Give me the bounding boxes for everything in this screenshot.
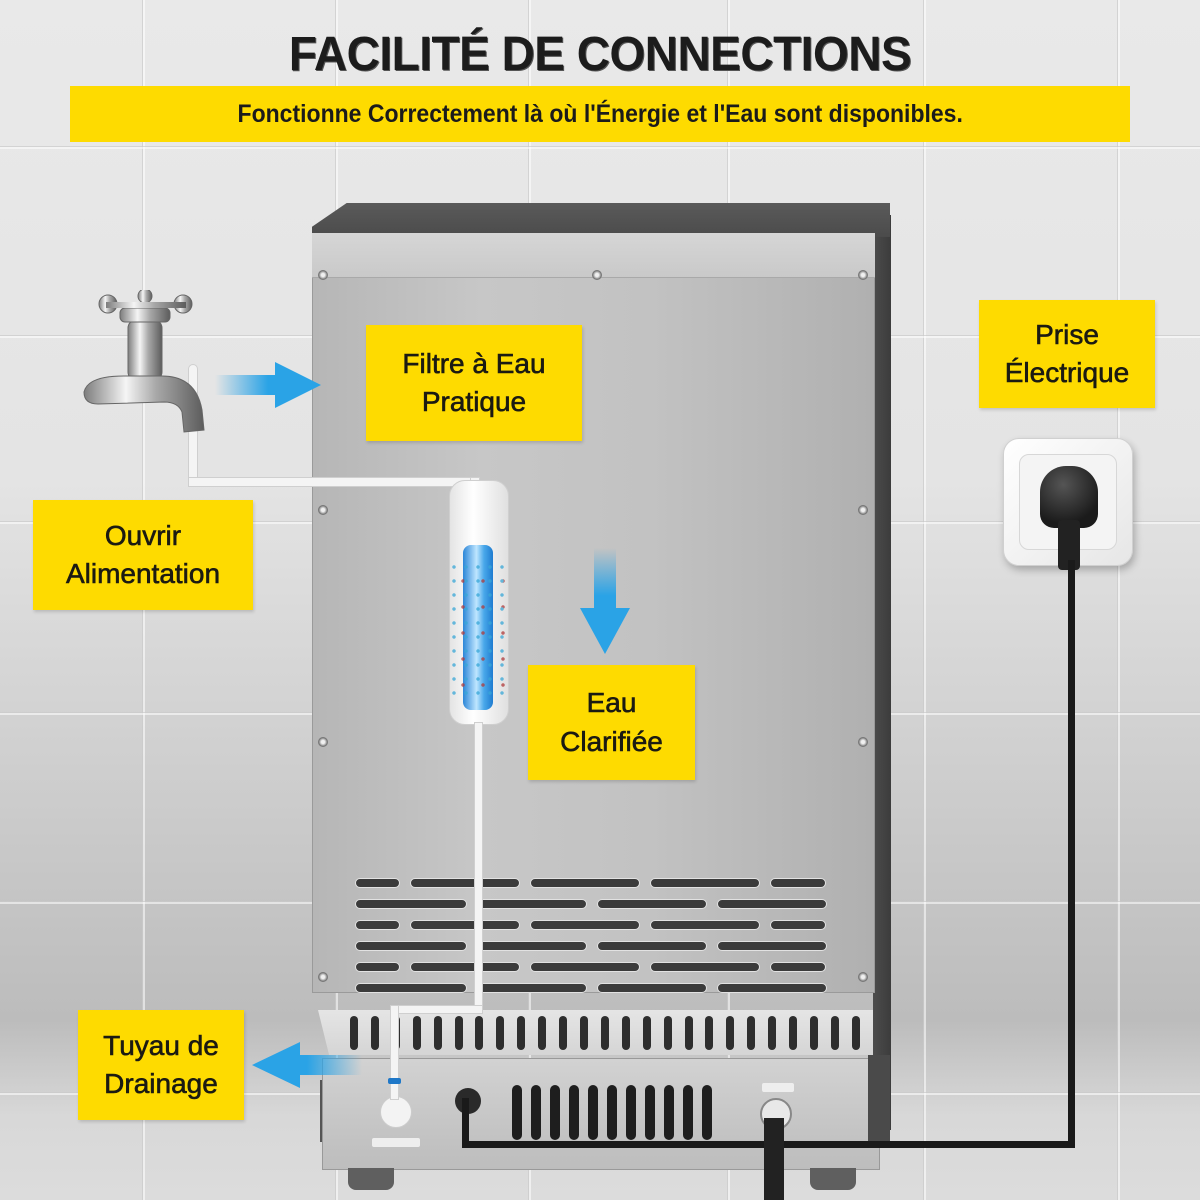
label-line: Tuyau de bbox=[103, 1029, 219, 1062]
vent-slot bbox=[512, 1085, 522, 1140]
vent-slot bbox=[683, 1085, 693, 1140]
label-line: Prise bbox=[1035, 318, 1099, 351]
vent-slot bbox=[475, 1016, 484, 1050]
screw-icon bbox=[858, 972, 868, 982]
screw-icon bbox=[858, 505, 868, 515]
label-line: Clarifiée bbox=[560, 725, 663, 757]
vent-slot bbox=[768, 1016, 777, 1050]
ventilation-grille bbox=[355, 878, 838, 1004]
lower-vent-panel bbox=[318, 1010, 873, 1055]
vent-slot bbox=[621, 1016, 630, 1050]
vent-slot bbox=[559, 1016, 568, 1050]
label-water-filter: Filtre à Eau Pratique bbox=[366, 325, 582, 441]
screw-icon bbox=[858, 737, 868, 747]
base-vent-slots bbox=[512, 1085, 712, 1140]
arrow-down-icon bbox=[580, 548, 630, 654]
vent-slot bbox=[538, 1016, 547, 1050]
arrow-right-icon bbox=[215, 362, 321, 408]
power-cable bbox=[462, 1098, 469, 1148]
label-line: Drainage bbox=[104, 1068, 218, 1100]
filtered-water-pipe bbox=[390, 1005, 483, 1014]
vent-slot bbox=[747, 1016, 756, 1050]
machine-top-panel bbox=[312, 203, 890, 237]
vent-slot bbox=[851, 1016, 860, 1050]
vent-slot bbox=[569, 1085, 579, 1140]
subtitle-banner: Fonctionne Correctement là où l'Énergie … bbox=[70, 86, 1130, 142]
water-inlet-port bbox=[380, 1096, 412, 1128]
screw-icon bbox=[318, 737, 328, 747]
vent-slot bbox=[664, 1085, 674, 1140]
vent-slot bbox=[579, 1016, 588, 1050]
vent-slot bbox=[531, 1085, 541, 1140]
label-line: Filtre à Eau bbox=[402, 347, 546, 380]
vent-slot bbox=[588, 1085, 598, 1140]
filtered-water-pipe bbox=[390, 1005, 399, 1100]
label-clarified-water: Eau Clarifiée bbox=[528, 665, 695, 780]
screw-icon bbox=[318, 505, 328, 515]
label-power-outlet: Prise Électrique bbox=[979, 300, 1155, 408]
vent-slot bbox=[454, 1016, 463, 1050]
tile-grout-line bbox=[923, 0, 926, 1200]
screw-icon bbox=[318, 270, 328, 280]
filtered-water-pipe bbox=[474, 722, 483, 1012]
machine-side-panel bbox=[873, 215, 891, 1130]
label-line: Alimentation bbox=[65, 558, 221, 590]
vent-slot bbox=[705, 1016, 714, 1050]
vent-slot bbox=[550, 1085, 560, 1140]
tile-grout-line bbox=[0, 146, 1200, 149]
lower-vent-slots bbox=[350, 1016, 860, 1050]
vent-slot bbox=[642, 1016, 651, 1050]
label-drain-hose: Tuyau de Drainage bbox=[78, 1010, 244, 1120]
vent-slot bbox=[412, 1016, 421, 1050]
machine-foot bbox=[348, 1168, 394, 1190]
outlet-tag bbox=[762, 1083, 794, 1092]
pipe-connector-clip bbox=[388, 1078, 401, 1084]
tile-grout-line bbox=[1117, 0, 1120, 1200]
vent-slot bbox=[600, 1016, 609, 1050]
vent-slot bbox=[433, 1016, 442, 1050]
drain-hose bbox=[764, 1118, 784, 1200]
vent-slot bbox=[789, 1016, 798, 1050]
vent-slot bbox=[626, 1085, 636, 1140]
machine-foot bbox=[810, 1168, 856, 1190]
vent-slot bbox=[663, 1016, 672, 1050]
vent-slot bbox=[809, 1016, 818, 1050]
label-line: Électrique bbox=[1004, 357, 1130, 389]
vent-slot bbox=[517, 1016, 526, 1050]
vent-slot bbox=[726, 1016, 735, 1050]
faucet-icon bbox=[83, 290, 205, 433]
label-line: Ouvrir bbox=[104, 519, 182, 552]
water-supply-pipe bbox=[188, 477, 478, 487]
water-inlet-tag bbox=[372, 1138, 420, 1147]
vent-slot bbox=[607, 1085, 617, 1140]
screw-icon bbox=[318, 972, 328, 982]
screw-icon bbox=[858, 270, 868, 280]
filter-particles bbox=[448, 560, 510, 700]
plug-neck bbox=[1058, 520, 1080, 570]
vent-slot bbox=[645, 1085, 655, 1140]
subtitle-text: Fonctionne Correctement là où l'Énergie … bbox=[237, 99, 963, 128]
vent-slot bbox=[496, 1016, 505, 1050]
power-plug-icon bbox=[1040, 466, 1098, 528]
screw-icon bbox=[592, 270, 602, 280]
base-bracket-right bbox=[868, 1055, 890, 1145]
power-cable bbox=[1068, 560, 1075, 1148]
label-line: Eau bbox=[586, 687, 637, 719]
vent-slot bbox=[684, 1016, 693, 1050]
label-line: Pratique bbox=[421, 386, 527, 418]
arrow-left-icon bbox=[252, 1042, 362, 1088]
label-open-supply: Ouvrir Alimentation bbox=[33, 500, 253, 610]
page-title: FACILITÉ DE CONNECTIONS bbox=[288, 25, 912, 81]
vent-slot bbox=[830, 1016, 839, 1050]
vent-slot bbox=[702, 1085, 712, 1140]
vent-slot bbox=[370, 1016, 379, 1050]
vent-slot bbox=[350, 1016, 358, 1050]
